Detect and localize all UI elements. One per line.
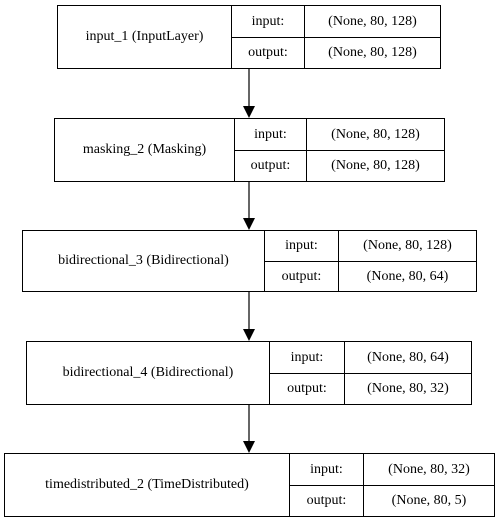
layer-name: bidirectional_3 (Bidirectional) xyxy=(23,231,265,291)
layer-name: timedistributed_2 (TimeDistributed) xyxy=(5,454,290,516)
layer-name: input_1 (InputLayer) xyxy=(58,6,232,68)
input-shape: (None, 80, 128) xyxy=(307,119,444,151)
input-label: input: xyxy=(235,119,307,151)
input-label: input: xyxy=(270,342,345,374)
input-label: input: xyxy=(290,454,364,486)
output-shape: (None, 80, 128) xyxy=(331,157,420,173)
layer-node-bidirectional-3: bidirectional_3 (Bidirectional) input: o… xyxy=(22,230,477,292)
layer-name: masking_2 (Masking) xyxy=(55,119,235,181)
layer-node-timedistributed-2: timedistributed_2 (TimeDistributed) inpu… xyxy=(4,453,495,517)
layer-name: bidirectional_4 (Bidirectional) xyxy=(27,342,270,404)
output-label: output: xyxy=(232,37,305,68)
output-shape: (None, 80, 32) xyxy=(367,380,449,396)
layer-node-masking-2: masking_2 (Masking) input: output: (None… xyxy=(54,118,445,182)
output-label: output: xyxy=(270,373,345,404)
output-shape: (None, 80, 128) xyxy=(328,44,417,60)
input-label: input: xyxy=(232,6,305,38)
input-label: input: xyxy=(265,231,339,262)
arrow-2-to-3 xyxy=(243,182,255,230)
arrow-4-to-5 xyxy=(243,405,255,453)
arrow-3-to-4 xyxy=(243,292,255,341)
output-shape: (None, 80, 5) xyxy=(391,492,467,508)
layer-node-bidirectional-4: bidirectional_4 (Bidirectional) input: o… xyxy=(26,341,472,405)
output-label: output: xyxy=(235,150,307,181)
input-shape: (None, 80, 128) xyxy=(339,231,476,262)
arrow-1-to-2 xyxy=(243,69,255,118)
input-shape: (None, 80, 128) xyxy=(305,6,440,38)
output-shape: (None, 80, 64) xyxy=(366,268,449,284)
output-label: output: xyxy=(265,262,339,291)
input-shape: (None, 80, 64) xyxy=(345,342,471,374)
output-label: output: xyxy=(290,485,364,516)
input-shape: (None, 80, 32) xyxy=(364,454,494,486)
layer-node-input-1: input_1 (InputLayer) input: output: (Non… xyxy=(57,5,441,69)
